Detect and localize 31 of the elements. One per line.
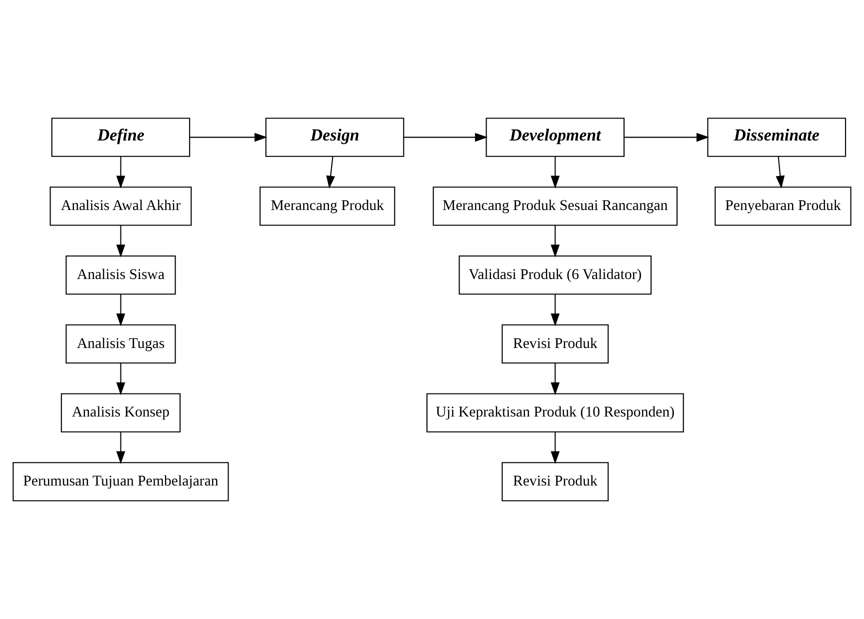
node-box: Design	[265, 118, 404, 157]
node-box: Define	[51, 118, 190, 157]
node-box: Revisi Produk	[502, 462, 609, 502]
arrow	[116, 226, 126, 258]
node-box: Penyebaran Produk	[714, 186, 852, 226]
node-box: Perumusan Tujuan Pembelajaran	[12, 462, 229, 502]
node-box: Analisis Siswa	[66, 255, 176, 295]
arrow	[550, 226, 560, 258]
arrow	[550, 294, 560, 326]
node-box: Uji Kepraktisan Produk (10 Responden)	[426, 393, 684, 432]
arrow	[550, 156, 560, 189]
node-box: Merancang Produk Sesuai Rancangan	[432, 186, 678, 226]
arrow	[326, 156, 336, 188]
node-box: Analisis Konsep	[60, 393, 181, 432]
arrow	[116, 294, 126, 326]
node-box: Validasi Produk (6 Validator)	[458, 255, 652, 295]
arrow	[116, 432, 126, 464]
arrow	[624, 132, 710, 142]
node-box: Revisi Produk	[502, 324, 609, 364]
arrow	[550, 363, 560, 396]
node-box: Analisis Awal Akhir	[50, 186, 192, 226]
arrow	[550, 432, 560, 464]
arrow	[116, 156, 126, 189]
node-box: Development	[486, 118, 625, 157]
node-box: Analisis Tugas	[66, 324, 176, 364]
arrow	[776, 156, 785, 188]
node-box: Merancang Produk	[260, 186, 396, 226]
arrow	[116, 363, 126, 396]
node-box: Disseminate	[707, 118, 846, 157]
arrow	[190, 132, 268, 142]
arrow	[404, 132, 488, 142]
